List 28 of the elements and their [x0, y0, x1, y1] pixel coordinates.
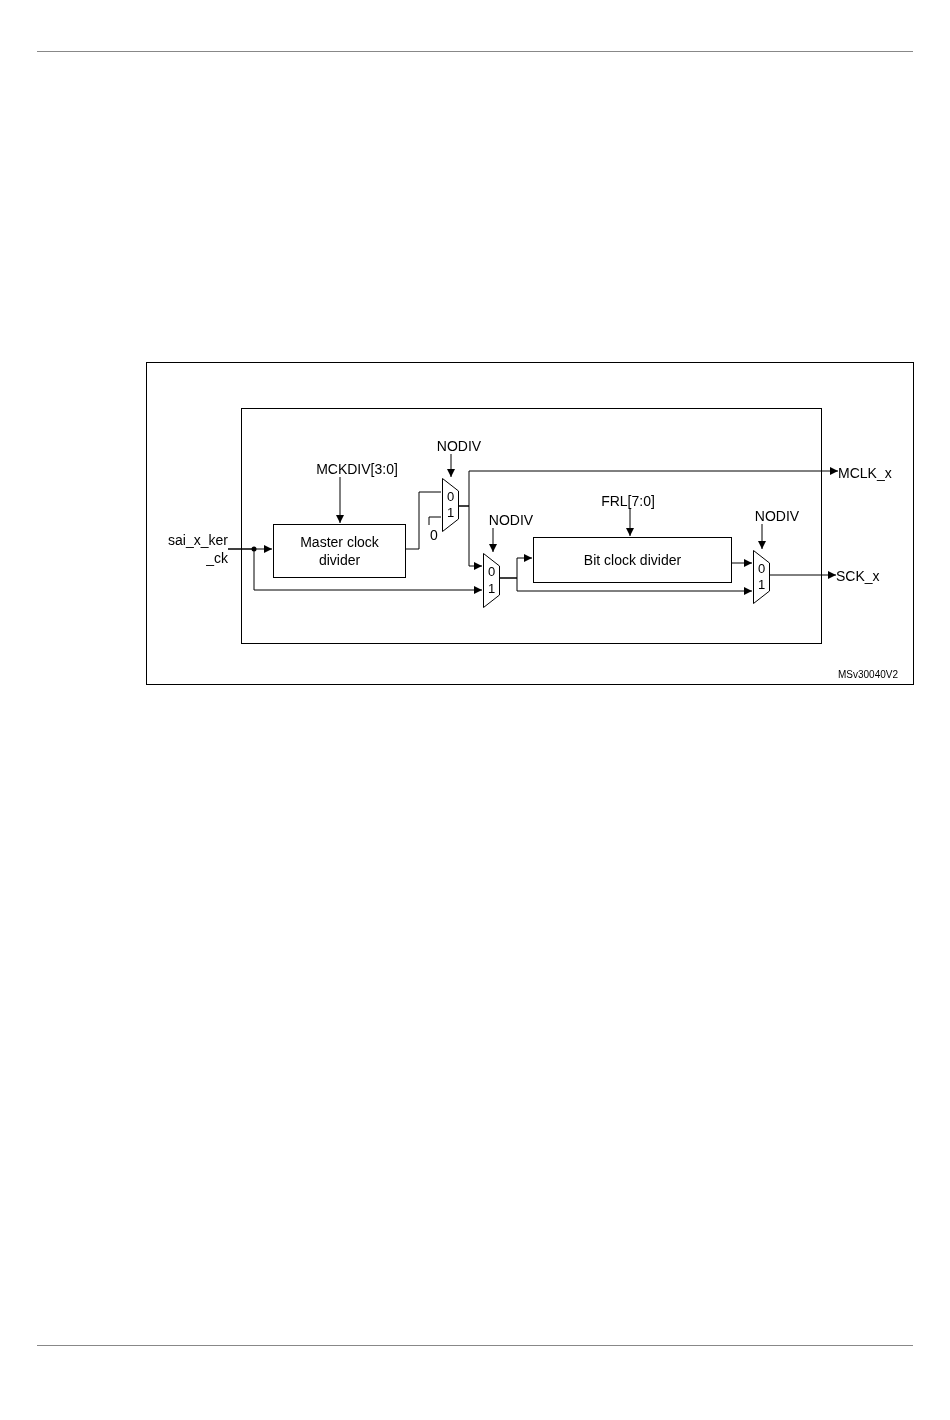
register-field-label: FRL[7:0] — [591, 492, 665, 510]
arrow — [768, 571, 837, 579]
arrow — [447, 453, 455, 478]
output-signal-label: SCK_x — [836, 567, 892, 585]
control-signal-label: NODIV — [749, 507, 805, 525]
multiplexer-symbol: 0 1 — [753, 550, 770, 604]
signal-label: sai_x_ker _ck — [150, 531, 228, 567]
arrow — [457, 505, 483, 570]
constant-input-label: 0 — [428, 526, 440, 543]
multiplexer-symbol: 0 1 — [442, 478, 459, 532]
divider-block: Bit clock divider — [533, 537, 732, 583]
output-signal-label: MCLK_x — [838, 464, 902, 482]
connector-line — [428, 516, 442, 526]
control-signal-label: NODIV — [483, 511, 539, 529]
divider-block: Master clock divider — [273, 524, 406, 578]
multiplexer-symbol: 0 1 — [483, 553, 500, 608]
arrow — [730, 559, 753, 567]
figure-id: MSv30040V2 — [838, 668, 899, 681]
control-signal-label: NODIV — [431, 437, 487, 455]
arrow — [498, 577, 753, 595]
connector-line — [404, 491, 442, 550]
block-frame — [241, 408, 822, 644]
arrow — [489, 527, 497, 553]
arrow — [227, 548, 483, 594]
arrow — [626, 508, 634, 537]
arrow — [758, 523, 766, 550]
register-field-label: MCKDIV[3:0] — [307, 460, 407, 478]
arrow — [336, 476, 344, 524]
